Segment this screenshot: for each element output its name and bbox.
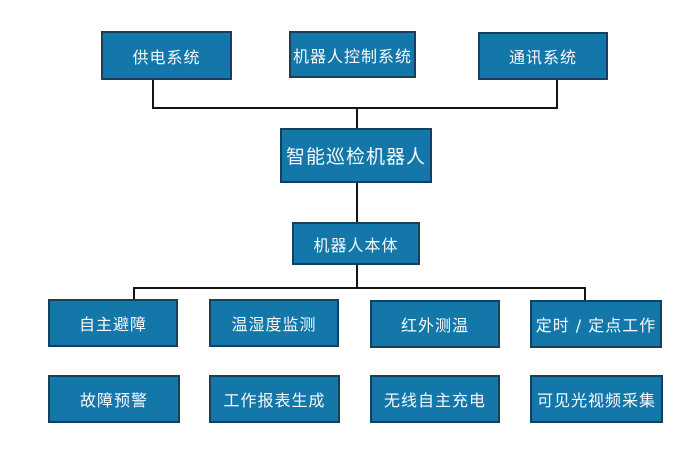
- node-infrared-temperature-measurement: 红外测温: [370, 300, 500, 348]
- node-robot-body: 机器人本体: [292, 222, 420, 265]
- node-autonomous-obstacle-avoidance-label: 自主避障: [78, 315, 147, 334]
- node-temperature-humidity-monitoring: 温湿度监测: [209, 299, 339, 347]
- node-wireless-autonomous-charging: 无线自主充电: [370, 375, 500, 423]
- node-temperature-humidity-monitoring-label: 温湿度监测: [231, 315, 317, 334]
- node-power-system: 供电系统: [101, 31, 232, 80]
- connector-power-system-drop: [152, 80, 154, 109]
- node-work-report-generation-label: 工作报表生成: [223, 391, 326, 410]
- node-robot-control-system: 机器人控制系统: [289, 31, 416, 78]
- connector-inspection-robot-to-body: [356, 183, 358, 223]
- node-robot-control-system-label: 机器人控制系统: [292, 46, 412, 66]
- node-wireless-autonomous-charging-label: 无线自主充电: [383, 391, 486, 410]
- connector-bus-to-obstacle-avoidance: [133, 287, 135, 300]
- node-visible-light-video-capture: 可见光视频采集: [530, 375, 663, 423]
- connector-bottom-bus: [133, 287, 586, 289]
- node-work-report-generation: 工作报表生成: [209, 375, 340, 423]
- connector-bus-to-timed-work: [584, 287, 586, 301]
- node-fault-warning: 故障预警: [48, 375, 180, 423]
- node-intelligent-inspection-robot: 智能巡检机器人: [280, 128, 432, 183]
- node-robot-body-label: 机器人本体: [313, 235, 399, 255]
- connector-body-to-bottom-bus: [356, 264, 358, 289]
- connector-bus-to-inspection-robot: [356, 107, 358, 130]
- node-power-system-label: 供电系统: [132, 47, 201, 67]
- node-visible-light-video-capture-label: 可见光视频采集: [536, 391, 656, 410]
- node-autonomous-obstacle-avoidance: 自主避障: [48, 299, 178, 347]
- node-intelligent-inspection-robot-label: 智能巡检机器人: [285, 146, 426, 168]
- node-communication-system-label: 通讯系统: [508, 48, 577, 67]
- connector-communication-system-drop: [556, 80, 558, 109]
- node-timed-fixed-point-work: 定时 / 定点工作: [530, 300, 662, 348]
- node-communication-system: 通讯系统: [478, 32, 608, 80]
- node-infrared-temperature-measurement-label: 红外测温: [400, 316, 469, 335]
- connector-top-bus: [152, 107, 558, 109]
- node-fault-warning-label: 故障预警: [79, 391, 148, 410]
- node-timed-fixed-point-work-label: 定时 / 定点工作: [535, 316, 657, 335]
